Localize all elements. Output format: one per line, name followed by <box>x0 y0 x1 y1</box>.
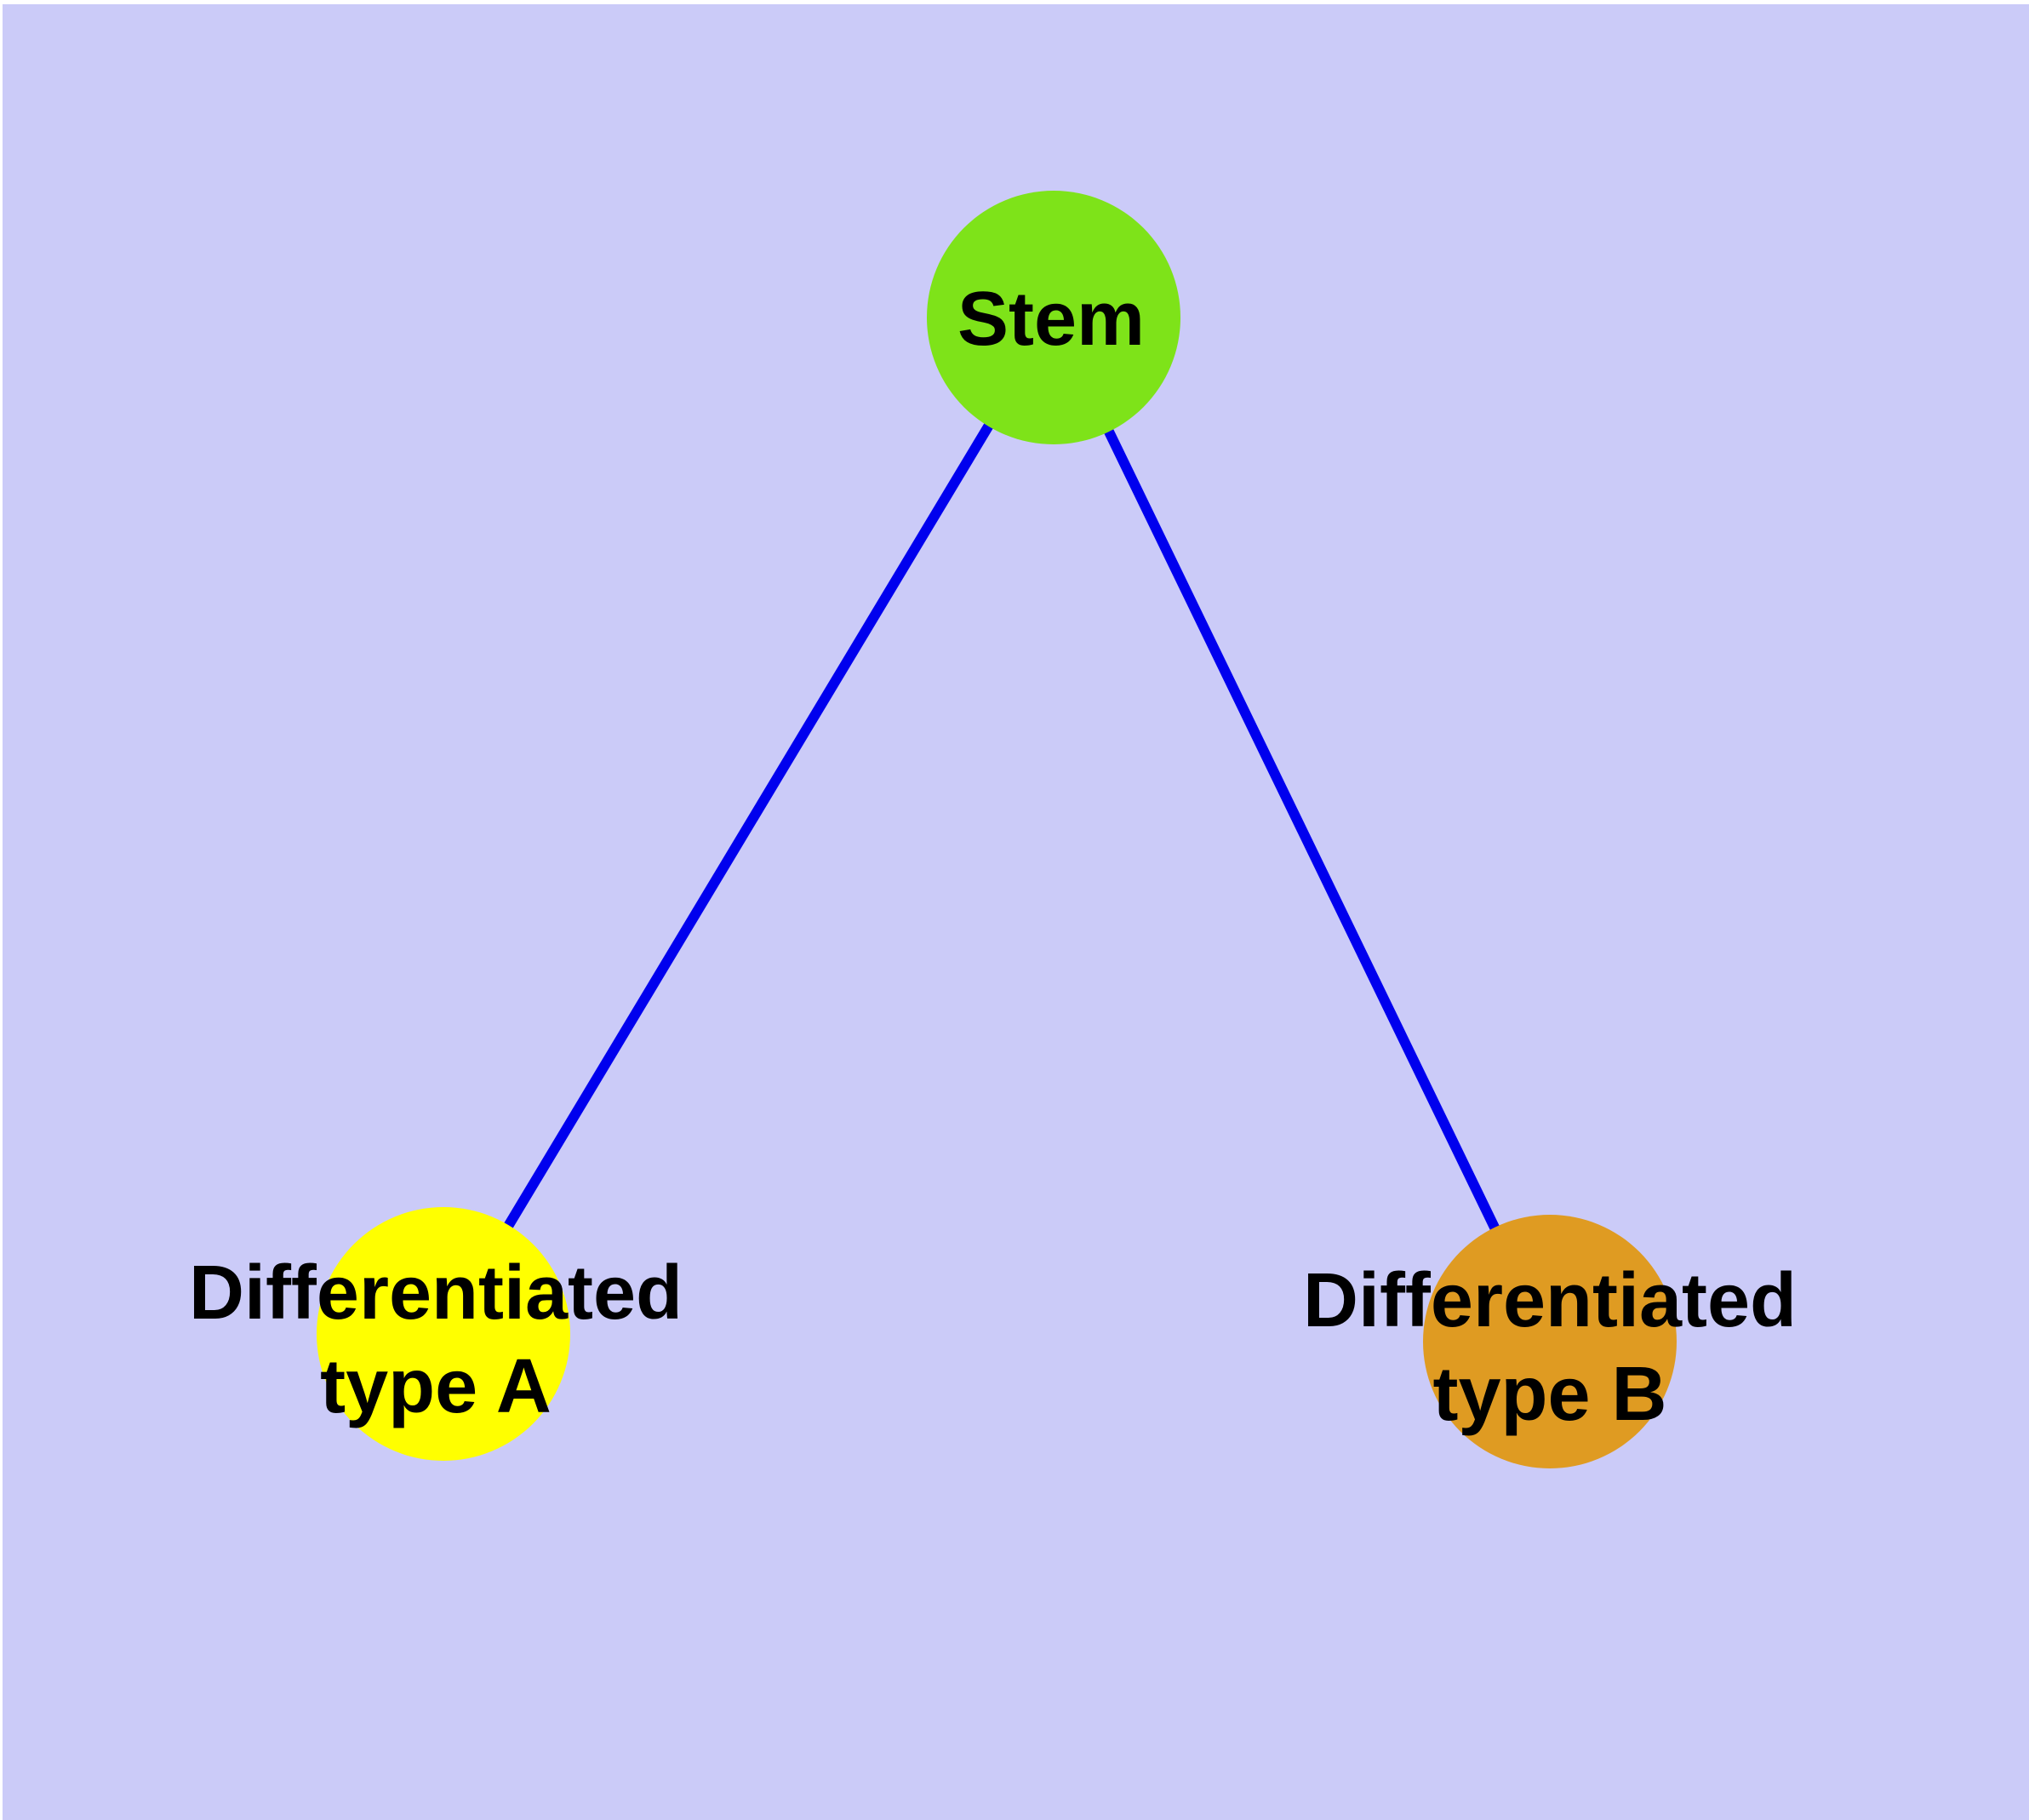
node-type-b <box>1423 1215 1677 1468</box>
node-type-a-label-line2: type A <box>320 1344 552 1429</box>
node-type-a-circle <box>317 1207 570 1461</box>
node-type-b-label-line2: type B <box>1432 1352 1666 1437</box>
node-type-b-label-line1: Differentiated <box>1303 1258 1797 1343</box>
edge-stem-to-type-a <box>438 314 1059 1337</box>
node-type-a-label: Differentiated type A <box>189 1251 683 1429</box>
node-type-a <box>317 1207 570 1461</box>
node-stem-circle <box>927 191 1180 444</box>
node-stem-label: Stem <box>957 277 1145 362</box>
node-type-a-label-line1: Differentiated <box>189 1251 683 1336</box>
node-type-b-circle <box>1423 1215 1677 1468</box>
edge-group <box>438 314 1555 1344</box>
node-stem <box>927 191 1180 444</box>
node-type-b-label: Differentiated type B <box>1303 1258 1797 1437</box>
edge-stem-to-type-b <box>1049 315 1555 1344</box>
